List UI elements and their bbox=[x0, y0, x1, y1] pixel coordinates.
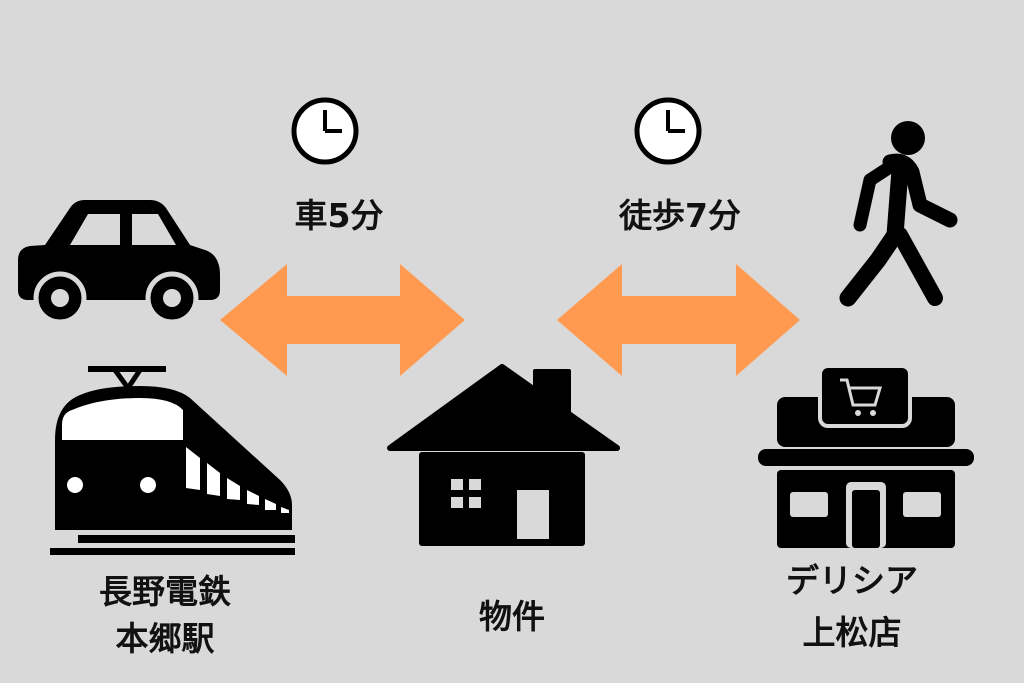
route-car-label: 車5分 bbox=[294, 196, 384, 235]
double-arrow-right bbox=[557, 264, 800, 376]
car-icon bbox=[18, 200, 220, 325]
store-name-line2: 上松店 bbox=[802, 613, 902, 652]
house-icon bbox=[387, 364, 620, 546]
store-name-line1: デリシア bbox=[786, 561, 918, 600]
property-label: 物件 bbox=[479, 597, 545, 636]
store-icon bbox=[758, 364, 974, 548]
route-walk-label: 徒歩7分 bbox=[619, 196, 741, 235]
double-arrow-left bbox=[220, 264, 465, 376]
station-name-line2: 本郷駅 bbox=[115, 619, 215, 658]
clock-icon bbox=[634, 97, 702, 165]
train-icon bbox=[50, 366, 295, 555]
walking-person-icon bbox=[839, 121, 958, 307]
station-name-line1: 長野電鉄 bbox=[99, 572, 231, 611]
clock-icon bbox=[291, 97, 359, 165]
